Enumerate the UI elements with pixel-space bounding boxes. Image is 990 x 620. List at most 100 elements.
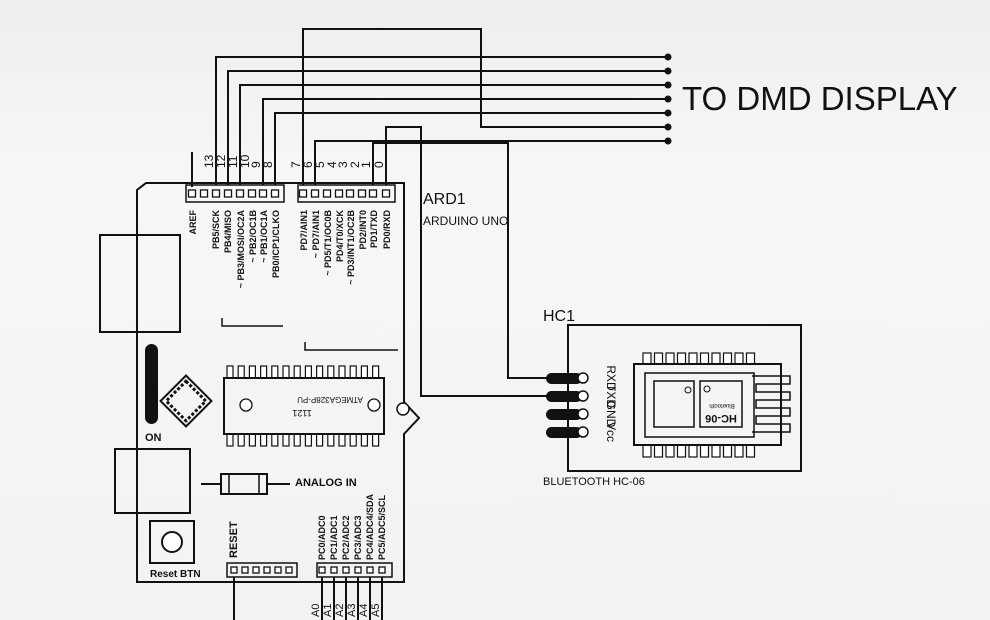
chip-pin [260,365,268,379]
bluetooth-pin-label: TXD [604,384,618,408]
chip-pin [293,433,301,447]
chip-pin [248,365,256,379]
chip-pin [372,365,380,379]
pin-number: 8 [261,161,275,168]
hc06-module-name: HC-06 [705,412,737,424]
analog-pin [330,566,338,574]
pin-label: PD7/AIN1 [299,210,309,251]
analog-pin [366,566,374,574]
pin-number: 9 [249,161,263,168]
analog-pin-number: A4 [358,604,370,617]
chip-pin [304,365,312,379]
bluetooth-pin-label: RXD [604,365,618,391]
power-pin [230,566,238,574]
right-label-bracket [304,342,398,351]
chip-pin [327,365,335,379]
power-header-block [226,562,298,578]
arduino-model-label: ARDUINO UNO [423,214,508,228]
chip-pin [327,433,335,447]
pin-number: 0 [372,161,386,168]
power-pin [241,566,249,574]
header-pin [334,189,344,198]
hc06-module: HC-06 Bluetooth [633,352,791,458]
pin-label: ~ PB1/OC1A [259,210,269,263]
pin-label: PD4/T0/XCK [335,210,345,263]
pin-number: 4 [325,161,339,168]
header-right-block [297,184,396,203]
header-pin [357,189,367,198]
power-header-pins [230,566,293,574]
pin-label: PD2/INT0 [358,210,368,250]
chip-pin [248,433,256,447]
chip-pin [360,365,368,379]
analog-pin-label: PC2/ADC2 [341,515,351,560]
header-pin [345,189,355,198]
pin-number: 2 [348,161,362,168]
header-pin [270,189,280,198]
header-pin [235,189,245,198]
chip-pin [237,433,245,447]
header-pin [223,189,233,198]
bluetooth-caption: BLUETOOTH HC-06 [543,476,645,488]
header-pin [310,189,320,198]
power-jack [99,234,181,333]
pin-label: AREF [188,209,198,234]
chip-pin [282,365,290,379]
header-pin [211,189,221,198]
pin-label: ~ PB2/OC1B [248,210,258,263]
analog-pin-number: A5 [370,604,382,617]
header-pin [258,189,268,198]
power-pin [263,566,271,574]
chip-pin [293,365,301,379]
hc06-module-sub: Bluetooth [709,402,734,408]
analog-pin-label: PC5/ADC5/SCL [377,494,387,560]
pin-number: 12 [214,154,228,168]
microcontroller-chip: ATMEGA328P-PU 1121 [223,365,385,447]
dmd-display-label: TO DMD DISPLAY [682,80,958,117]
power-pin [285,566,293,574]
bluetooth-pin-label: GND [604,401,618,428]
chip-pin [338,433,346,447]
on-led [145,344,158,424]
pin-number: 1 [359,161,373,168]
pin-number: 10 [238,154,252,168]
pin-label: PB5/SCK [211,210,221,250]
chip-pin [271,365,279,379]
chip-pin [360,433,368,447]
header-left-block [185,184,285,203]
serial-wires [372,126,548,397]
pin-label: PD1/TXD [369,210,379,249]
reset-button [149,520,195,564]
chip-pin [304,433,312,447]
pin-label: ~ PD5/T1/OC0B [323,210,333,276]
analog-pin-number: A3 [346,604,358,617]
analog-pin-number: A0 [310,604,322,617]
chip-pin [372,433,380,447]
bluetooth-pin-label: Vcc [604,422,618,442]
pin-label: ~ PD7/AIN1 [311,210,321,258]
bluetooth-connector [546,372,589,438]
pin-number: 6 [301,161,315,168]
analog-header-block [316,562,393,578]
crystal-component [159,374,213,428]
pin-number: 3 [336,161,350,168]
header-pin [322,189,332,198]
pin-label: PD0/RXD [382,210,392,250]
header-pin [368,189,378,198]
chip-code-label: 1121 [292,408,311,418]
analog-pin-number: A2 [334,604,346,617]
analog-pin-number: A1 [322,604,334,617]
pin-number: 11 [226,155,240,168]
chip-pin [349,433,357,447]
chip-pin [226,365,234,379]
bluetooth-ref-label: HC1 [543,308,575,325]
header-pin [298,189,308,198]
pin-label: PB0/ICP1/CLKO [271,210,281,278]
pin-number: 13 [202,154,216,168]
analog-pin [354,566,362,574]
